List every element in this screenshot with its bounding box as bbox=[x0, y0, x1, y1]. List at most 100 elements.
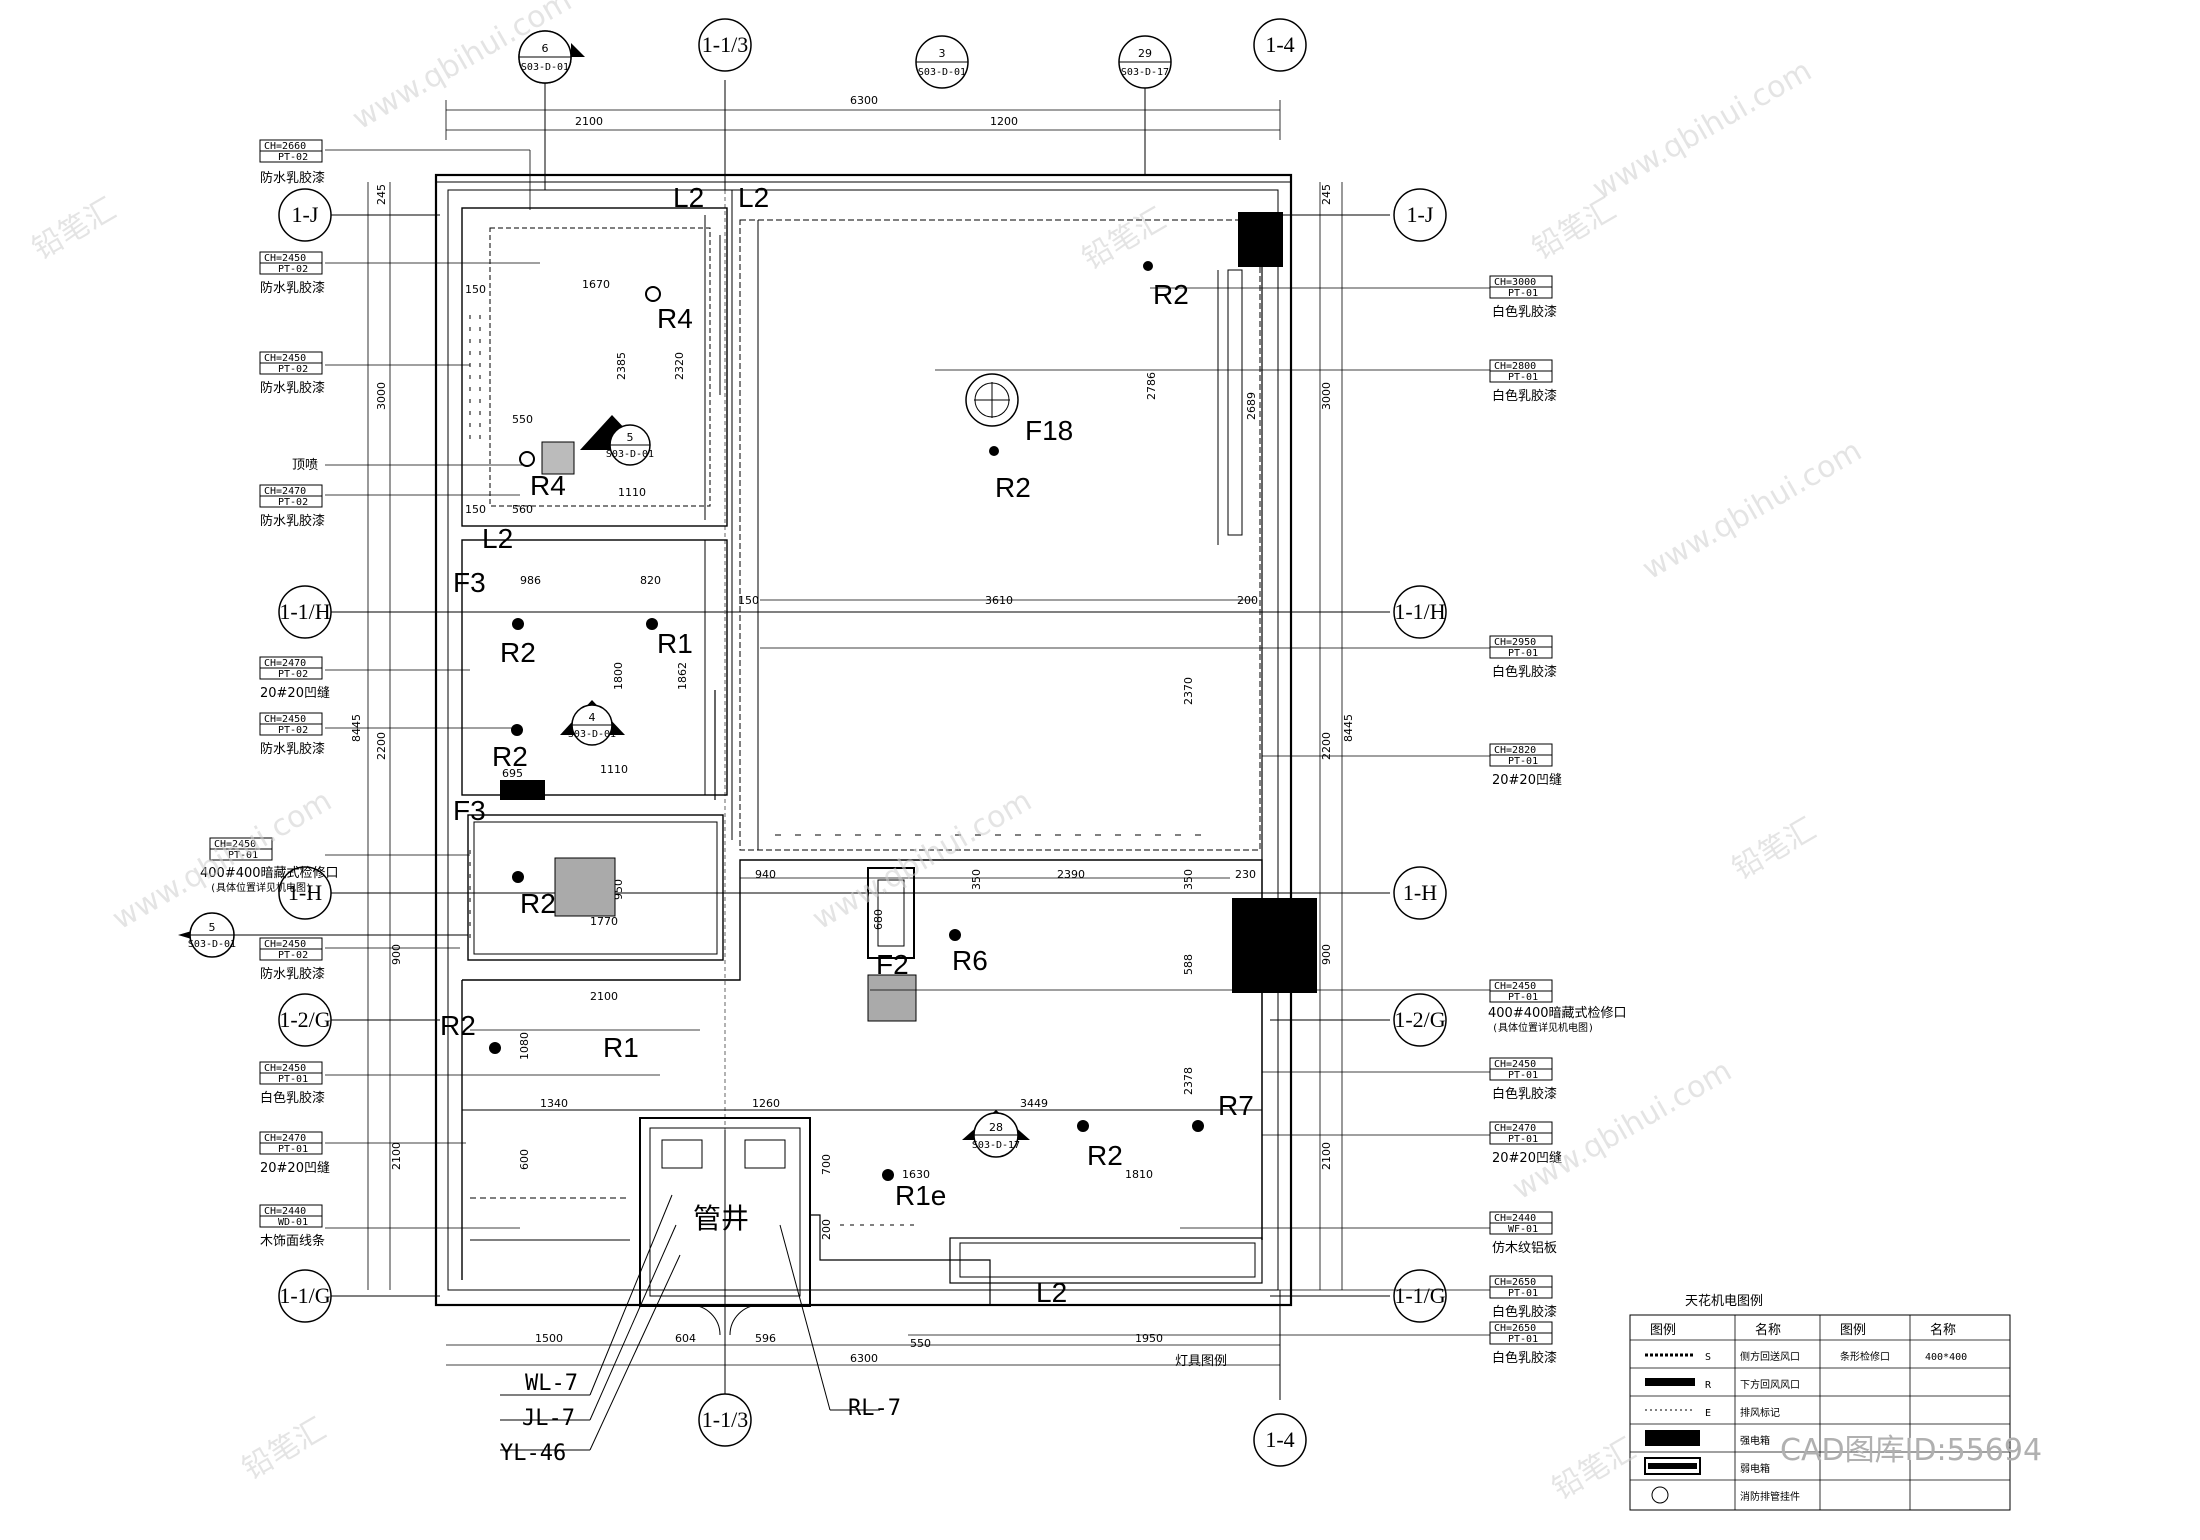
grid-label-left-1-2-G: 1-2/G bbox=[279, 1007, 330, 1032]
label-R4: R4 bbox=[657, 303, 693, 334]
section-sheet: S03-D-01 bbox=[568, 729, 616, 740]
note-dingpen: 顶喷 bbox=[292, 458, 318, 473]
dim-right-a: 3000 bbox=[1320, 382, 1333, 410]
elevation-markers: 6 S03-D-01 3 S03-D-01 29 S03-D-17 5 S03-… bbox=[178, 30, 1172, 1158]
elev-num: 3 bbox=[939, 47, 946, 60]
note-code: CH=2470 bbox=[264, 658, 306, 669]
watermark-brand: 铅笔汇 bbox=[1547, 1432, 1642, 1507]
dim-inner: 1260 bbox=[752, 1097, 780, 1110]
note-mat: PT-02 bbox=[278, 725, 308, 736]
label-F3: F3 bbox=[453, 567, 486, 598]
note-text: 20#20凹缝 bbox=[1492, 1151, 1562, 1166]
dim-inner: 2378 bbox=[1182, 1067, 1195, 1095]
note-text: 白色乳胶漆 bbox=[1492, 1304, 1557, 1320]
note-mat: PT-01 bbox=[1508, 288, 1538, 299]
dimensions: 6300 2100 1200 6300 1500 604 596 1950 55… bbox=[350, 94, 1355, 1365]
note-mat: PT-01 bbox=[1508, 1134, 1538, 1145]
label-R2: R2 bbox=[1153, 279, 1189, 310]
note-code: CH=2650 bbox=[1494, 1323, 1536, 1334]
dim-inner: 2689 bbox=[1245, 392, 1258, 420]
elev-sheet: S03-D-01 bbox=[521, 62, 569, 73]
dim-bottom-b: 604 bbox=[675, 1332, 696, 1345]
dim-inner: 3610 bbox=[985, 594, 1013, 607]
legend-header: 名称 bbox=[1930, 1322, 1956, 1338]
watermark-stamp: CAD图库ID:55694 bbox=[1780, 1433, 2042, 1468]
dim-left-b: 2200 bbox=[375, 732, 388, 760]
note-mat: PT-01 bbox=[1508, 756, 1538, 767]
note-code: CH=2450 bbox=[264, 253, 306, 264]
section-sheet: S03-D-01 bbox=[606, 449, 654, 460]
label-F2: F2 bbox=[876, 949, 909, 980]
elevation-marker-3: 3 S03-D-01 bbox=[915, 35, 969, 89]
dim-inner: 2390 bbox=[1057, 868, 1085, 881]
dim-inner: 600 bbox=[518, 1149, 531, 1170]
watermark-brand: 铅笔汇 bbox=[1077, 202, 1172, 277]
dim-inner: 1110 bbox=[600, 763, 628, 776]
legend-header: 图例 bbox=[1840, 1323, 1866, 1338]
watermark-url: www.qbihui.com bbox=[1637, 433, 1868, 587]
note-mat: PT-02 bbox=[278, 669, 308, 680]
note-mat: PT-01 bbox=[228, 850, 258, 861]
dim-inner: 986 bbox=[520, 574, 541, 587]
dim-inner: 700 bbox=[820, 1154, 833, 1175]
section-sheet: S03-D-17 bbox=[972, 1140, 1020, 1151]
note-code: CH=2450 bbox=[214, 839, 256, 850]
note-text: 白色乳胶漆 bbox=[1492, 388, 1557, 404]
right-notes: CH=3000 PT-01 白色乳胶漆 CH=2800 PT-01 白色乳胶漆 … bbox=[1488, 275, 1627, 1366]
note-text: 白色乳胶漆 bbox=[1492, 304, 1557, 320]
note-mat: PT-02 bbox=[278, 950, 308, 961]
dim-bottom-a: 1500 bbox=[535, 1332, 563, 1345]
downlight-icons bbox=[489, 261, 1204, 1181]
dimension-lines bbox=[367, 100, 1343, 1366]
note-code: CH=2450 bbox=[264, 714, 306, 725]
section-marker-28: 28 S03-D-17 bbox=[962, 1110, 1030, 1158]
legend-size: 400*400 bbox=[1925, 1352, 1967, 1363]
note-text: 防水乳胶漆 bbox=[260, 170, 325, 186]
pipe-WL: WL-7 bbox=[525, 1371, 578, 1396]
watermark-url: www.qbihui.com bbox=[1587, 53, 1818, 207]
note-text: 白色乳胶漆 bbox=[1492, 1086, 1557, 1102]
sprinkler-icon bbox=[519, 451, 535, 467]
label-shaft: 管井 bbox=[693, 1203, 749, 1234]
legend-subtitle: 灯具图例 bbox=[1175, 1354, 1227, 1369]
label-R2: R2 bbox=[995, 472, 1031, 503]
label-R4: R4 bbox=[530, 470, 566, 501]
note-mat: PT-01 bbox=[1508, 648, 1538, 659]
note-mat: WF-01 bbox=[1508, 1224, 1538, 1235]
note-text: 20#20凹缝 bbox=[260, 1161, 330, 1176]
diffuser-icon bbox=[877, 879, 905, 947]
note-code: CH=2660 bbox=[264, 141, 306, 152]
note-mat: PT-02 bbox=[278, 364, 308, 375]
grid-label-right-1-J: 1-J bbox=[1407, 202, 1434, 227]
dim-inner: 1770 bbox=[590, 915, 618, 928]
note-mat: PT-01 bbox=[278, 1074, 308, 1085]
dim-top-a: 2100 bbox=[575, 115, 603, 128]
legend-name: 消防排管挂件 bbox=[1740, 1490, 1800, 1503]
grid-label-bottom-1-4: 1-4 bbox=[1265, 1427, 1294, 1452]
note-text: 20#20凹缝 bbox=[260, 686, 330, 701]
dim-inner: 200 bbox=[820, 1219, 833, 1240]
dim-inner: 2370 bbox=[1182, 677, 1195, 705]
watermark-brand: 铅笔汇 bbox=[237, 1412, 332, 1487]
access-panel-icon bbox=[554, 857, 616, 917]
pipe-RL: RL-7 bbox=[848, 1396, 901, 1421]
dim-left-c: 900 bbox=[390, 944, 403, 965]
air-slot-icons bbox=[469, 315, 1210, 1241]
section-num: 4 bbox=[589, 711, 596, 724]
right-note-leaders bbox=[760, 287, 1490, 1336]
note-text: 防水乳胶漆 bbox=[260, 741, 325, 757]
dim-inner: 1630 bbox=[902, 1168, 930, 1181]
grid-label-left-1-J: 1-J bbox=[292, 202, 319, 227]
dim-inner: 350 bbox=[1182, 869, 1195, 890]
pipe-YL: YL-46 bbox=[500, 1441, 566, 1466]
note-text: 防水乳胶漆 bbox=[260, 513, 325, 529]
section-sheet: S03-D-01 bbox=[188, 939, 236, 950]
note-code: CH=2450 bbox=[264, 939, 306, 950]
note-text: 防水乳胶漆 bbox=[260, 966, 325, 982]
watermark-brand: 铅笔汇 bbox=[1527, 192, 1622, 267]
dim-inner: 150 bbox=[465, 283, 486, 296]
note-mat: PT-02 bbox=[278, 152, 308, 163]
dim-inner: 1800 bbox=[612, 662, 625, 690]
dim-inner: 560 bbox=[512, 503, 533, 516]
dim-left-d: 2100 bbox=[390, 1142, 403, 1170]
